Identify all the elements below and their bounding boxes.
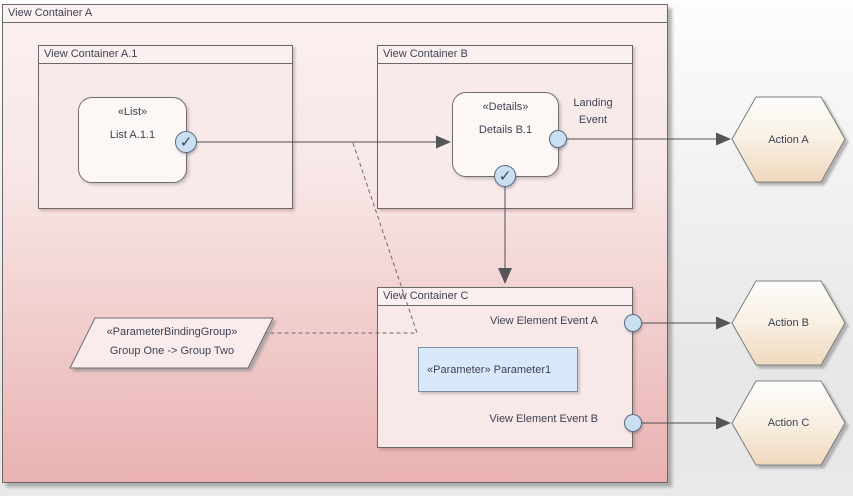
view-container-c-title: View Container C [378,288,632,306]
action-c-label: Action C [767,417,810,429]
details-stereotype: «Details» [482,101,529,113]
arrowhead-into-action-c-icon [716,416,731,430]
parameter-binding-group-text: «ParameterBindingGroup» Group One -> Gro… [81,323,263,361]
action-b-label: Action B [768,317,809,329]
list-element[interactable]: «List» List A.1.1 [78,97,187,183]
parameter-element[interactable]: «Parameter» Parameter1 [418,347,578,392]
view-container-a1-title: View Container A.1 [39,46,292,64]
details-element[interactable]: «Details» Details B.1 [452,92,559,177]
details-check-port-icon[interactable]: ✓ [494,165,516,187]
parameter-binding-group-name: Group One -> Group Two [109,345,235,357]
list-name: List A.1.1 [109,129,156,141]
details-name: Details B.1 [478,124,533,136]
landing-event-label: Landing Event [573,97,613,126]
parameter-label: «Parameter» Parameter1 [427,363,552,376]
view-container-b-title: View Container B [378,46,632,64]
check-glyph: ✓ [179,133,193,151]
details-landing-event-port[interactable] [549,130,567,148]
arrowhead-into-action-b-icon [716,316,731,330]
view-element-event-b-label: View Element Event B [489,413,598,425]
check-glyph: ✓ [498,167,512,185]
action-a-label: Action A [768,133,809,146]
arrowhead-into-action-a-icon [716,132,731,146]
parameter-binding-group-stereotype: «ParameterBindingGroup» [106,326,238,338]
view-container-a-title: View Container A [3,5,667,23]
view-element-event-a-label: View Element Event A [489,315,598,327]
list-check-port-icon[interactable]: ✓ [175,131,197,153]
container-c-event-a-port[interactable] [624,314,642,332]
container-c-event-b-port[interactable] [624,414,642,432]
list-stereotype: «List» [117,106,148,118]
